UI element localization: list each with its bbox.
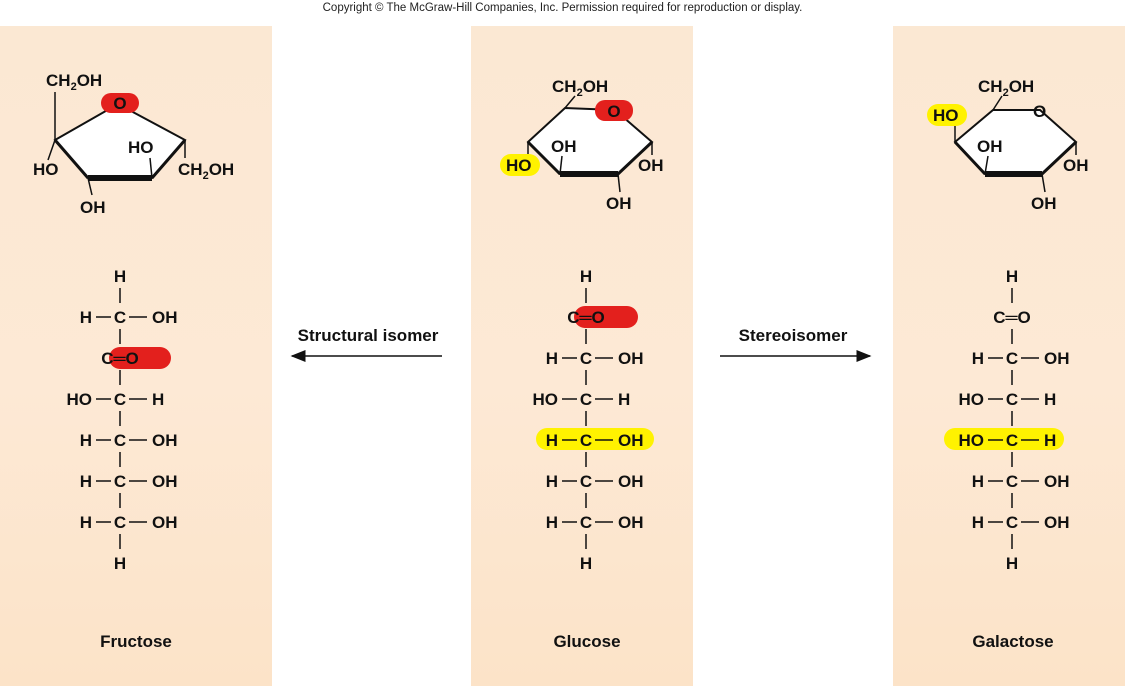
fructose-chain-center: C (114, 308, 126, 327)
galactose-c4-highlight (944, 428, 1064, 450)
fructose-chain-right: OH (152, 308, 178, 327)
glucose-chain-center: C═O (567, 308, 605, 327)
fructose-ring-o-highlight (101, 93, 139, 113)
galactose-ring-ho-highlight (927, 104, 967, 126)
glucose-chain-center: C (580, 349, 592, 368)
fructose-chain-left: H (80, 513, 92, 532)
fructose-chain-left: H (80, 472, 92, 491)
fructose-chain-left: H (80, 431, 92, 450)
galactose-chain-center: C (1006, 513, 1018, 532)
fructose-chain-left: H (80, 308, 92, 327)
glucose-chain-center: H (580, 267, 592, 286)
galactose-chain-right: H (1044, 390, 1056, 409)
fructose-chain-right: OH (152, 431, 178, 450)
glucose-chain-left: H (546, 472, 558, 491)
glucose-name: Glucose (553, 632, 621, 651)
fructose-chain-center: C (114, 513, 126, 532)
fructose-name: Fructose (100, 632, 172, 651)
galactose-chain-left: H (972, 349, 984, 368)
fructose-carbonyl-highlight (109, 347, 171, 369)
fructose-chain-center: C═O (101, 349, 139, 368)
galactose-chain-left: H (972, 513, 984, 532)
glucose-ring-oh-inner: OH (551, 137, 577, 156)
fructose-chain-right: H (152, 390, 164, 409)
structural-isomer-arrow: Structural isomer (290, 326, 442, 362)
fructose-chain-center: C (114, 431, 126, 450)
fructose-ring-oh-bottom: OH (80, 198, 106, 217)
glucose-chain-center: C (580, 513, 592, 532)
galactose-ring: CH2OH O HO OH OH OH (927, 77, 1089, 213)
glucose-ring-o-highlight (595, 100, 633, 121)
galactose-ring-oh-right: OH (1063, 156, 1089, 175)
glucose-chain-left: H (546, 513, 558, 532)
galactose-chain-center: H (1006, 267, 1018, 286)
glucose-ring-oh-right: OH (638, 156, 664, 175)
galactose-chain-center: C (1006, 349, 1018, 368)
glucose-chain-center: H (580, 554, 592, 573)
glucose-chain-center: C (580, 472, 592, 491)
galactose-chain-right: OH (1044, 472, 1070, 491)
galactose-chain-left: HO (959, 390, 985, 409)
glucose-chain-right: OH (618, 472, 644, 491)
galactose-chain-center: C (1006, 472, 1018, 491)
fructose-chain-right: OH (152, 513, 178, 532)
fructose-chain-center: C (114, 472, 126, 491)
galactose-chain-center: C (1006, 390, 1018, 409)
glucose-chain-right: H (618, 390, 630, 409)
glucose-chain-left: H (546, 349, 558, 368)
glucose-ring-ch2oh-top: CH2OH (552, 77, 608, 99)
galactose-chain-right: H (1044, 431, 1056, 450)
galactose-chain-center: C (1006, 431, 1018, 450)
fructose-ring: O CH2OH HO HO CH2OH OH (33, 71, 234, 217)
fructose-chain-left: HO (67, 390, 93, 409)
glucose-chain-center: C (580, 431, 592, 450)
glucose-chain-center: C (580, 390, 592, 409)
stereoisomer-arrow: Stereoisomer (720, 326, 872, 362)
fructose-chain-center: C (114, 390, 126, 409)
galactose-ring-oh-inner: OH (977, 137, 1003, 156)
fructose-chain-right: OH (152, 472, 178, 491)
glucose-ring: O CH2OH OH HO OH OH (500, 77, 664, 213)
fructose-ring-ch2oh-right: CH2OH (178, 160, 234, 182)
galactose-chain-left: HO (959, 431, 985, 450)
structural-isomer-label: Structural isomer (298, 326, 439, 345)
galactose-ring-ch2oh-top: CH2OH (978, 77, 1034, 99)
fructose-chain-center: H (114, 554, 126, 573)
glucose-chain-right: OH (618, 513, 644, 532)
galactose-ring-ho-left: HO (933, 106, 959, 125)
stereoisomer-label: Stereoisomer (739, 326, 848, 345)
galactose-chain-center: H (1006, 554, 1018, 573)
galactose-chain-right: OH (1044, 349, 1070, 368)
fructose-chain-center: H (114, 267, 126, 286)
glucose-ring-ho-left: HO (506, 156, 532, 175)
fructose-ring-ho-inner: HO (128, 138, 154, 157)
fructose-ring-o: O (113, 94, 126, 113)
glucose-chain-right: OH (618, 349, 644, 368)
glucose-carbonyl-highlight (574, 306, 638, 328)
fructose-ring-ch2oh-top: CH2OH (46, 71, 102, 93)
galactose-ring-o: O (1033, 102, 1046, 121)
glucose-chain-left: H (546, 431, 558, 450)
glucose-chain-left: HO (533, 390, 559, 409)
glucose-ring-oh-bottom: OH (606, 194, 632, 213)
galactose-chain-right: OH (1044, 513, 1070, 532)
copyright-notice: Copyright © The McGraw-Hill Companies, I… (322, 2, 803, 14)
galactose-name: Galactose (972, 632, 1054, 651)
glucose-chain-right: OH (618, 431, 644, 450)
galactose-chain-center: C═O (993, 308, 1031, 327)
glucose-c4-highlight (536, 428, 654, 450)
galactose-ring-oh-bottom: OH (1031, 194, 1057, 213)
glucose-ring-o: O (607, 102, 620, 121)
fructose-ring-ho-left: HO (33, 160, 59, 179)
galactose-chain-left: H (972, 472, 984, 491)
glucose-ring-ho-highlight (500, 154, 540, 176)
